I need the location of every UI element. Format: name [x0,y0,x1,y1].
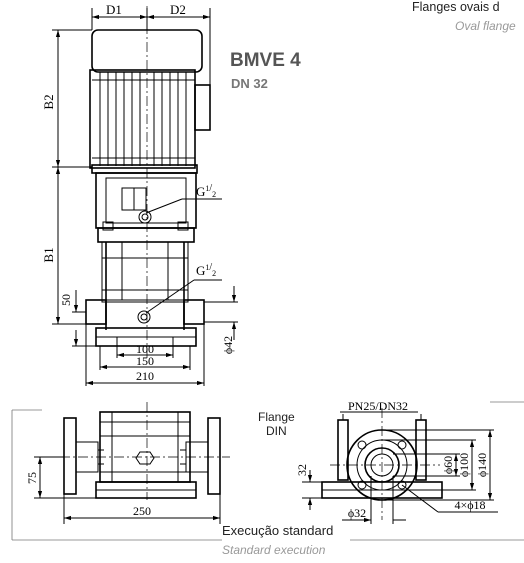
g-bottom-den: 2 [212,269,216,278]
terminal-box [194,84,211,131]
dim-210: 210 [136,369,154,383]
dim-32: 32 [295,464,309,476]
flange-label-line2: DIN [266,424,287,438]
discharge-port [183,299,205,325]
drain-plug [137,310,151,324]
flange-din-stub-left [337,419,349,481]
bolt-hole-4 [397,480,407,490]
g-top-den: 2 [212,190,216,199]
front-view: D1 D2 B2 B1 50 G1/2 G1/2 ϕ42 [41,2,238,386]
standard-execution-pt: Execução standard [222,523,334,538]
pn-label: PN25/DN32 [348,399,408,413]
g-top-label: G1/2 [196,183,216,199]
dim-holes: 4×ϕ18 [454,498,485,512]
standard-execution-en: Standard execution [222,543,326,557]
suction-port [85,299,107,325]
flange-din-view: PN25/DN32 32 ϕ32 [295,399,524,541]
dim-b1: B1 [41,247,56,262]
oval-flange-title-pt: Flanges ovais d [412,0,500,14]
g-bottom-label: G1/2 [196,262,216,278]
bolt-hole-1 [357,440,367,450]
dim-150: 150 [136,354,154,368]
motor-body [89,69,196,169]
g-bottom-num: 1 [205,263,209,272]
dim-100: 100 [136,342,154,356]
motor-fins [99,72,187,166]
nominal-diameter: DN 32 [231,76,268,91]
g-top-letter: G [196,184,205,199]
g-top-num: 1 [205,184,209,193]
dim-phi140: ϕ140 [475,453,489,477]
flange-right [207,417,221,495]
dim-phi60: ϕ60 [441,456,455,474]
dim-phi32: ϕ32 [348,506,366,520]
pump-sleeve [101,241,189,303]
dim-b2: B2 [41,94,56,109]
flange-label-line1: Flange [258,410,295,424]
dim-phi100: ϕ100 [457,453,471,477]
dim-75: 75 [25,472,39,484]
dim-d1: D1 [106,2,122,17]
dim-250: 250 [133,504,151,518]
bolt-hole-3 [357,480,367,490]
dim-d2: D2 [170,2,186,17]
flange-left [63,417,77,495]
flange-din-label: Flange DIN [258,410,295,438]
dim-50: 50 [59,294,73,306]
oval-flange-title-en: Oval flange [455,19,516,33]
flange-din-stub-right [415,419,427,481]
model-title: BMVE 4 [230,50,301,71]
vent-plug-top [138,210,152,224]
dim-phi42: ϕ42 [221,336,235,354]
g-bottom-letter: G [196,263,205,278]
bolt-hole-2 [397,440,407,450]
standard-execution-view: 75 250 [11,402,230,541]
motor-flange [91,164,198,174]
